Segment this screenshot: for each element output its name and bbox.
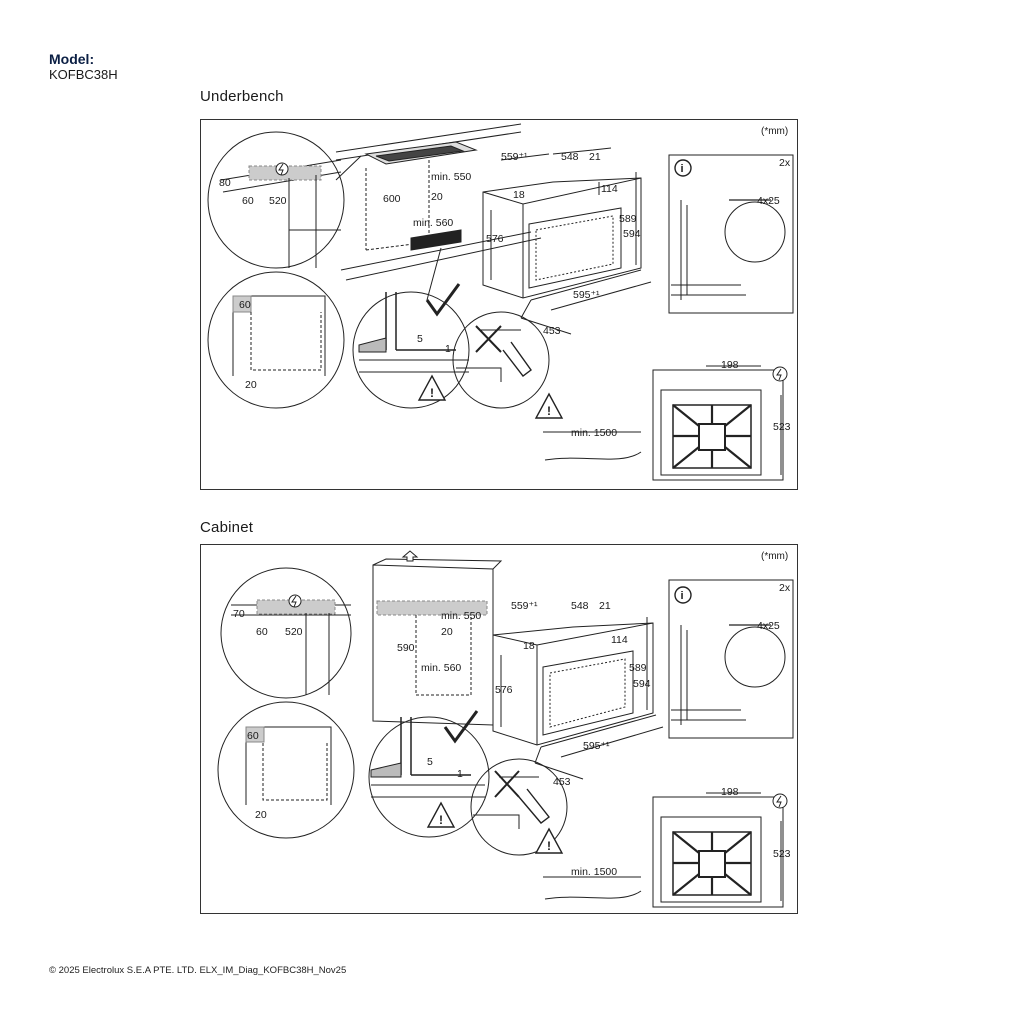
copyright-footer: © 2025 Electrolux S.E.A PTE. LTD. ELX_IM… <box>49 965 347 976</box>
lightning-icon <box>275 162 289 176</box>
lightning-icon <box>288 594 302 608</box>
svg-text:!: ! <box>439 813 443 827</box>
cabinet-title: Cabinet <box>200 519 254 536</box>
dim-589: 589 <box>619 213 637 225</box>
dim-548: 548 <box>561 151 579 163</box>
count-2x: 2x <box>779 157 791 169</box>
dim-595: 595⁺¹ <box>583 740 610 752</box>
count-2x: 2x <box>779 582 791 594</box>
dim-559: 559⁺¹ <box>511 600 538 612</box>
dim-5: 5 <box>417 333 423 345</box>
unit-note: (*mm) <box>761 551 788 562</box>
warning-icon: ! <box>534 827 564 854</box>
dim-453: 453 <box>543 325 561 337</box>
checkmark-icon <box>443 710 479 744</box>
dim-523: 523 <box>773 421 791 433</box>
dim-20: 20 <box>431 191 443 203</box>
dim-60: 60 <box>256 626 268 638</box>
inset-dim-60: 60 <box>239 299 251 311</box>
inset-dim-20: 20 <box>245 379 257 391</box>
dim-559: 559⁺¹ <box>501 151 528 163</box>
info-icon: i <box>674 159 692 177</box>
dim-min-560: min. 560 <box>413 217 453 229</box>
dim-595: 595⁺¹ <box>573 289 600 301</box>
lightning-icon <box>772 793 788 809</box>
underbench-diagram: (*mm) 80 60 520 600 min. 550 20 min. 560… <box>200 119 798 490</box>
inset-dim-60: 60 <box>247 730 259 742</box>
dim-60: 60 <box>242 195 254 207</box>
dim-594: 594 <box>633 678 651 690</box>
dim-198: 198 <box>721 359 739 371</box>
screw-spec: 4x25 <box>757 195 780 207</box>
info-icon: i <box>674 586 692 604</box>
dim-589: 589 <box>629 662 647 674</box>
svg-text:i: i <box>681 590 684 602</box>
dim-590: 590 <box>397 642 415 654</box>
dim-576: 576 <box>495 684 513 696</box>
dim-523: 523 <box>773 848 791 860</box>
dim-21: 21 <box>599 600 611 612</box>
dim-1: 1 <box>445 343 451 355</box>
warning-icon: ! <box>417 374 447 401</box>
svg-text:i: i <box>681 163 684 175</box>
inset-dim-20: 20 <box>255 809 267 821</box>
dim-70: 70 <box>233 608 245 620</box>
unit-note: (*mm) <box>761 126 788 137</box>
warning-icon: ! <box>534 392 564 419</box>
dim-114: 114 <box>611 634 628 646</box>
dim-548: 548 <box>571 600 589 612</box>
dim-520: 520 <box>285 626 303 638</box>
dim-18: 18 <box>513 189 525 201</box>
dim-21: 21 <box>589 151 601 163</box>
dim-453: 453 <box>553 776 571 788</box>
dim-600: 600 <box>383 193 401 205</box>
cabinet-diagram: (*mm) 70 60 520 590 min. 550 20 min. 560… <box>200 544 798 914</box>
dim-min-550: min. 550 <box>441 610 481 622</box>
dim-80: 80 <box>219 177 231 189</box>
underbench-drawing: (*mm) 80 60 520 600 min. 550 20 min. 560… <box>207 123 794 481</box>
dim-576: 576 <box>486 233 504 245</box>
svg-text:!: ! <box>430 386 434 400</box>
dim-18: 18 <box>523 640 535 652</box>
dim-520: 520 <box>269 195 287 207</box>
warning-icon: ! <box>426 801 456 828</box>
up-arrow-icon <box>401 550 419 562</box>
dim-198: 198 <box>721 786 739 798</box>
svg-text:!: ! <box>547 404 551 418</box>
dim-min-560: min. 560 <box>421 662 461 674</box>
dim-min-550: min. 550 <box>431 171 471 183</box>
model-label: Model: <box>49 51 95 67</box>
cross-icon <box>494 770 520 798</box>
dim-114: 114 <box>601 183 618 195</box>
checkmark-icon <box>425 283 461 317</box>
lightning-icon <box>772 366 788 382</box>
dim-594: 594 <box>623 228 641 240</box>
cabinet-drawing: (*mm) 70 60 520 590 min. 550 20 min. 560… <box>217 550 794 908</box>
dim-min-1500: min. 1500 <box>571 866 617 878</box>
model-value: KOFBC38H <box>49 67 118 82</box>
dim-5: 5 <box>427 756 433 768</box>
dim-1: 1 <box>457 768 463 780</box>
svg-text:!: ! <box>547 839 551 853</box>
cross-icon <box>475 325 502 353</box>
dim-20: 20 <box>441 626 453 638</box>
dim-min-1500: min. 1500 <box>571 427 617 439</box>
underbench-title: Underbench <box>200 88 284 105</box>
screw-spec: 4x25 <box>757 620 780 632</box>
